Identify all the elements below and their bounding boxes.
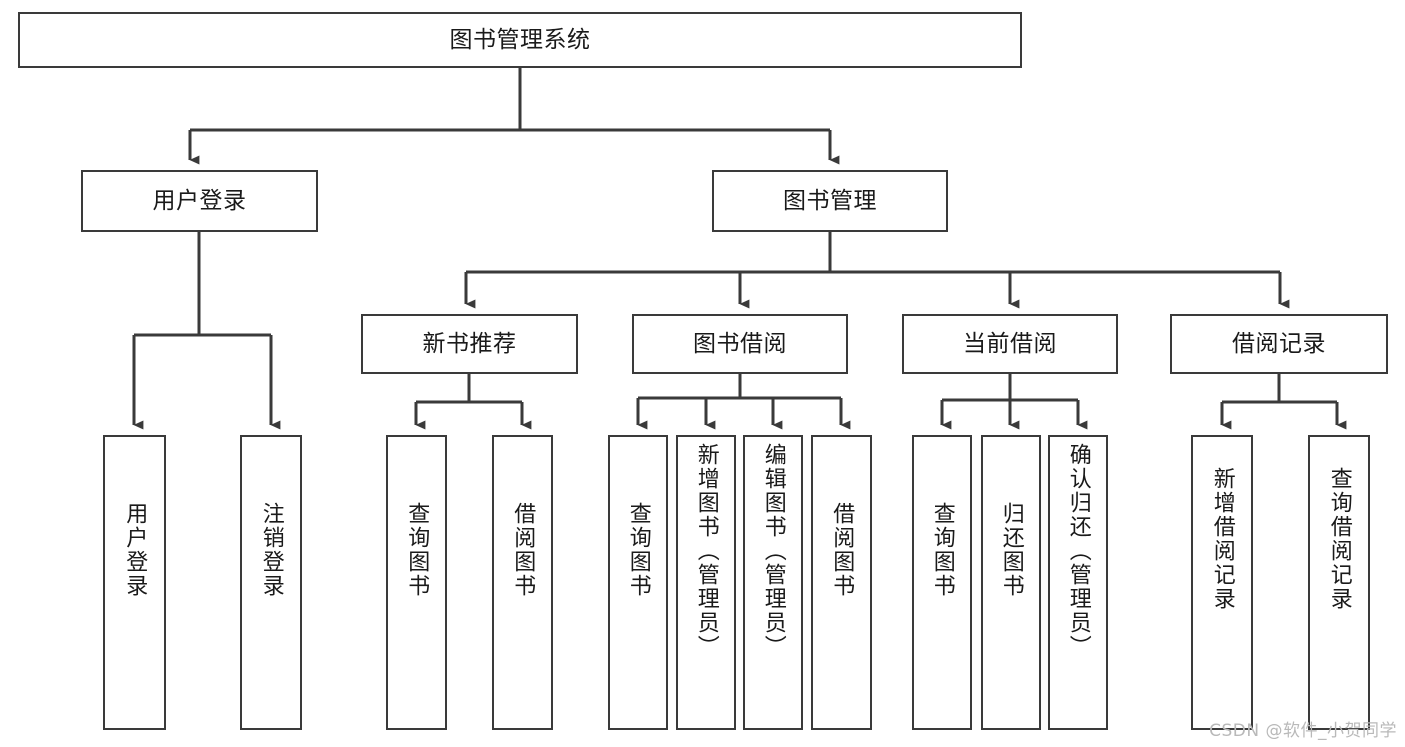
node-label: 确认归还（管理员） bbox=[1065, 443, 1091, 659]
node-label: 用户登录 bbox=[122, 502, 148, 598]
node-label: 图书管理系统 bbox=[449, 26, 591, 53]
leaf-logout[interactable]: 注销登录 bbox=[240, 435, 302, 730]
node-book-borrow[interactable]: 图书借阅 bbox=[632, 314, 848, 374]
node-label: 查询图书 bbox=[625, 502, 651, 598]
node-label: 归还图书 bbox=[998, 502, 1024, 598]
node-label: 查询借阅记录 bbox=[1326, 467, 1352, 611]
csdn-watermark: CSDN @软件_小贺同学 bbox=[1209, 721, 1397, 741]
node-user-login[interactable]: 用户登录 bbox=[81, 170, 318, 232]
node-label: 注销登录 bbox=[258, 502, 284, 598]
leaf-edit-book-admin[interactable]: 编辑图书（管理员） bbox=[743, 435, 803, 730]
node-label: 借阅图书 bbox=[829, 502, 855, 598]
node-book-management[interactable]: 图书管理 bbox=[712, 170, 948, 232]
leaf-add-borrow-record[interactable]: 新增借阅记录 bbox=[1191, 435, 1253, 730]
node-label: 图书管理 bbox=[783, 187, 877, 214]
node-label: 图书借阅 bbox=[693, 330, 787, 357]
node-new-book-recommend[interactable]: 新书推荐 bbox=[361, 314, 578, 374]
leaf-return-book[interactable]: 归还图书 bbox=[981, 435, 1041, 730]
node-label: 编辑图书（管理员） bbox=[760, 443, 786, 659]
node-label: 查询图书 bbox=[404, 502, 430, 598]
node-label: 借阅记录 bbox=[1232, 330, 1326, 357]
node-label: 查询图书 bbox=[929, 502, 955, 598]
node-label: 新书推荐 bbox=[422, 330, 517, 357]
leaf-query-book-recommend[interactable]: 查询图书 bbox=[386, 435, 447, 730]
leaf-borrow-book-borrow[interactable]: 借阅图书 bbox=[811, 435, 872, 730]
leaf-add-book-admin[interactable]: 新增图书（管理员） bbox=[676, 435, 736, 730]
node-label: 当前借阅 bbox=[963, 330, 1057, 357]
leaf-borrow-book-recommend[interactable]: 借阅图书 bbox=[492, 435, 553, 730]
leaf-query-borrow-record[interactable]: 查询借阅记录 bbox=[1308, 435, 1370, 730]
leaf-user-login[interactable]: 用户登录 bbox=[103, 435, 166, 730]
node-label: 新增借阅记录 bbox=[1209, 467, 1235, 611]
leaf-query-book-current[interactable]: 查询图书 bbox=[912, 435, 972, 730]
leaf-query-book-borrow[interactable]: 查询图书 bbox=[608, 435, 668, 730]
node-current-borrow[interactable]: 当前借阅 bbox=[902, 314, 1118, 374]
node-borrow-records[interactable]: 借阅记录 bbox=[1170, 314, 1388, 374]
node-label: 用户登录 bbox=[152, 187, 247, 214]
node-label: 借阅图书 bbox=[510, 502, 536, 598]
leaf-confirm-return-admin[interactable]: 确认归还（管理员） bbox=[1048, 435, 1108, 730]
node-label: 新增图书（管理员） bbox=[693, 443, 719, 659]
node-root-system[interactable]: 图书管理系统 bbox=[18, 12, 1022, 68]
